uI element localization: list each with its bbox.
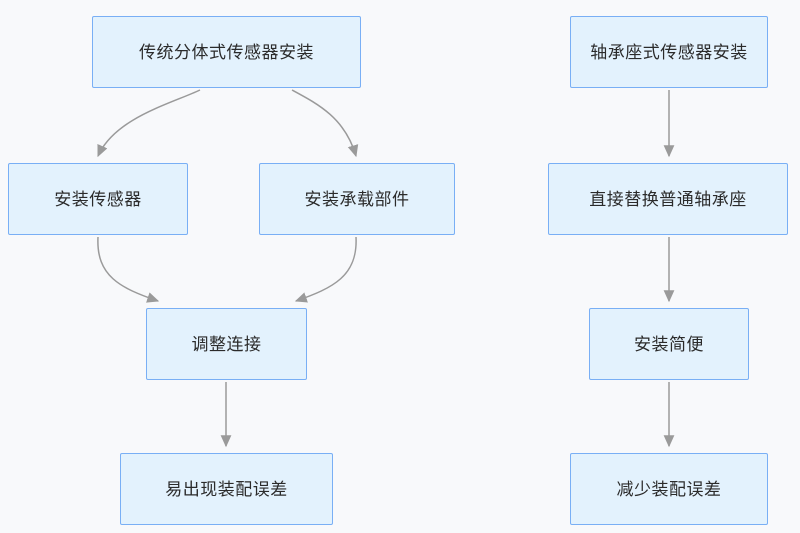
node-install-sensor[interactable]: 安装传感器 (8, 163, 188, 235)
node-label: 传统分体式传感器安装 (139, 42, 314, 62)
node-label: 安装传感器 (54, 189, 142, 209)
node-label: 调整连接 (191, 334, 262, 354)
node-label: 易出现装配误差 (165, 479, 288, 499)
node-reduced-assembly-error[interactable]: 减少装配误差 (570, 453, 768, 525)
node-install-bearing-part[interactable]: 安装承载部件 (259, 163, 455, 235)
edge-traditional-to-install-sensor (97, 89, 201, 158)
edge-install-bearing-part-to-adjust-connection (294, 236, 357, 303)
node-label: 减少装配误差 (616, 479, 722, 499)
node-easy-installation[interactable]: 安装简便 (589, 308, 749, 380)
node-label: 轴承座式传感器安装 (590, 42, 748, 62)
edge-install-sensor-to-adjust-connection (97, 236, 160, 303)
node-label: 安装承载部件 (304, 189, 410, 209)
node-adjust-connection[interactable]: 调整连接 (146, 308, 307, 380)
node-bearing-seat-sensor-installation[interactable]: 轴承座式传感器安装 (570, 16, 768, 88)
node-direct-replace-standard-bearing-seat[interactable]: 直接替换普通轴承座 (548, 163, 788, 235)
node-traditional-split-sensor-installation[interactable]: 传统分体式传感器安装 (92, 16, 361, 88)
node-label: 直接替换普通轴承座 (589, 189, 747, 209)
node-label: 安装简便 (634, 334, 704, 354)
edge-traditional-to-install-bearing-part (291, 89, 359, 158)
node-prone-to-assembly-error[interactable]: 易出现装配误差 (120, 453, 333, 525)
